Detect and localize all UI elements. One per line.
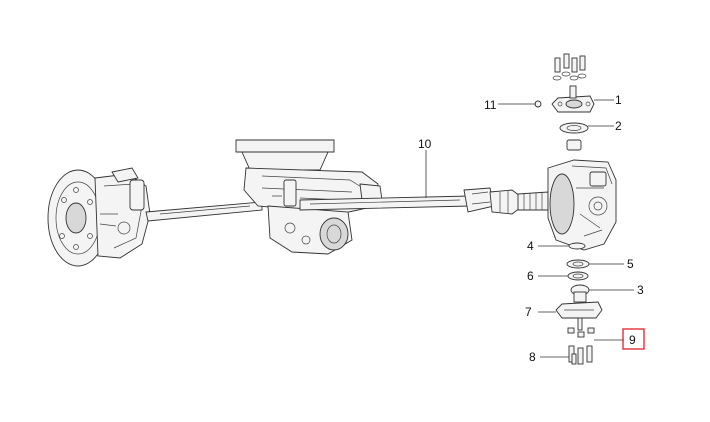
callout-6: 6 [527, 269, 534, 283]
callout-1: 1 [615, 93, 622, 107]
steering-knuckle [547, 159, 617, 251]
differential-housing [235, 139, 383, 255]
callout-7: 7 [525, 305, 532, 319]
callout-labels: 10 11 1 2 4 5 6 3 7 9 8 [418, 93, 644, 364]
lower-seal-ring [567, 271, 589, 281]
callout-3: 3 [637, 283, 644, 297]
lower-bolts [568, 345, 593, 365]
callout-2: 2 [615, 119, 622, 133]
callout-9-highlight [622, 328, 645, 350]
lower-nuts [567, 327, 595, 338]
axle-shaft [299, 187, 549, 215]
leader-lines [425, 99, 634, 358]
lower-mount-plate [555, 301, 603, 331]
callout-9: 9 [629, 333, 636, 347]
upper-bearing [566, 139, 582, 151]
upper-ball-joint [551, 85, 595, 113]
left-hub-assembly [47, 167, 151, 267]
callout-5: 5 [627, 257, 634, 271]
lower-ball-joint [570, 284, 590, 303]
callout-10: 10 [418, 137, 432, 151]
left-axle-tube [145, 201, 263, 222]
upper-bolts [552, 53, 587, 81]
lower-washer [568, 242, 586, 250]
callout-11: 11 [484, 98, 497, 112]
upper-seal-ring [559, 122, 589, 134]
lower-bearing [566, 259, 590, 269]
callout-4: 4 [527, 239, 534, 253]
callout-8: 8 [529, 350, 536, 364]
